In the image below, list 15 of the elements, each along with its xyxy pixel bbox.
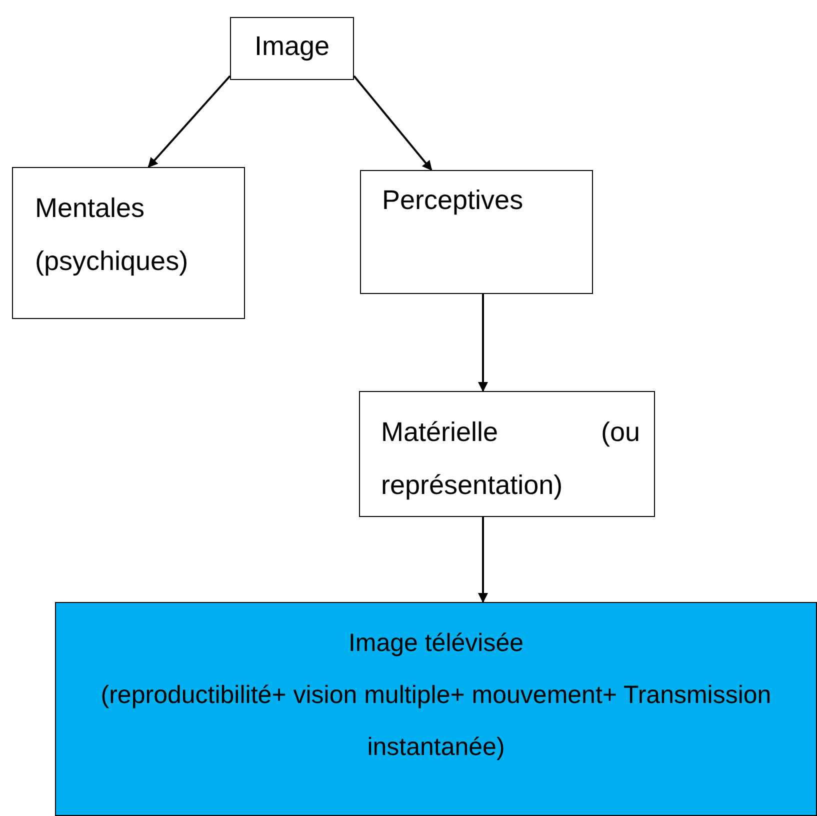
- process-box: [359, 391, 655, 517]
- process-box: [12, 167, 245, 319]
- process-box: [360, 170, 593, 294]
- arrow: [478, 294, 488, 392]
- process-box: [230, 17, 354, 80]
- box-heading: Image télévisée: [347, 628, 525, 659]
- box-text: Mentales (psychiques): [35, 192, 190, 278]
- box-text: Matérielle (ou représentation): [381, 416, 640, 502]
- box-text: Image: [253, 31, 331, 62]
- box-text: Perceptives: [382, 185, 524, 216]
- arrow: [353, 75, 432, 171]
- arrow: [478, 517, 488, 603]
- arrow: [148, 75, 231, 168]
- process-box: [55, 602, 817, 816]
- box-text: (reproductibilité+ vision multiple+ mouvement+ Transmission instantanée): [100, 680, 772, 763]
